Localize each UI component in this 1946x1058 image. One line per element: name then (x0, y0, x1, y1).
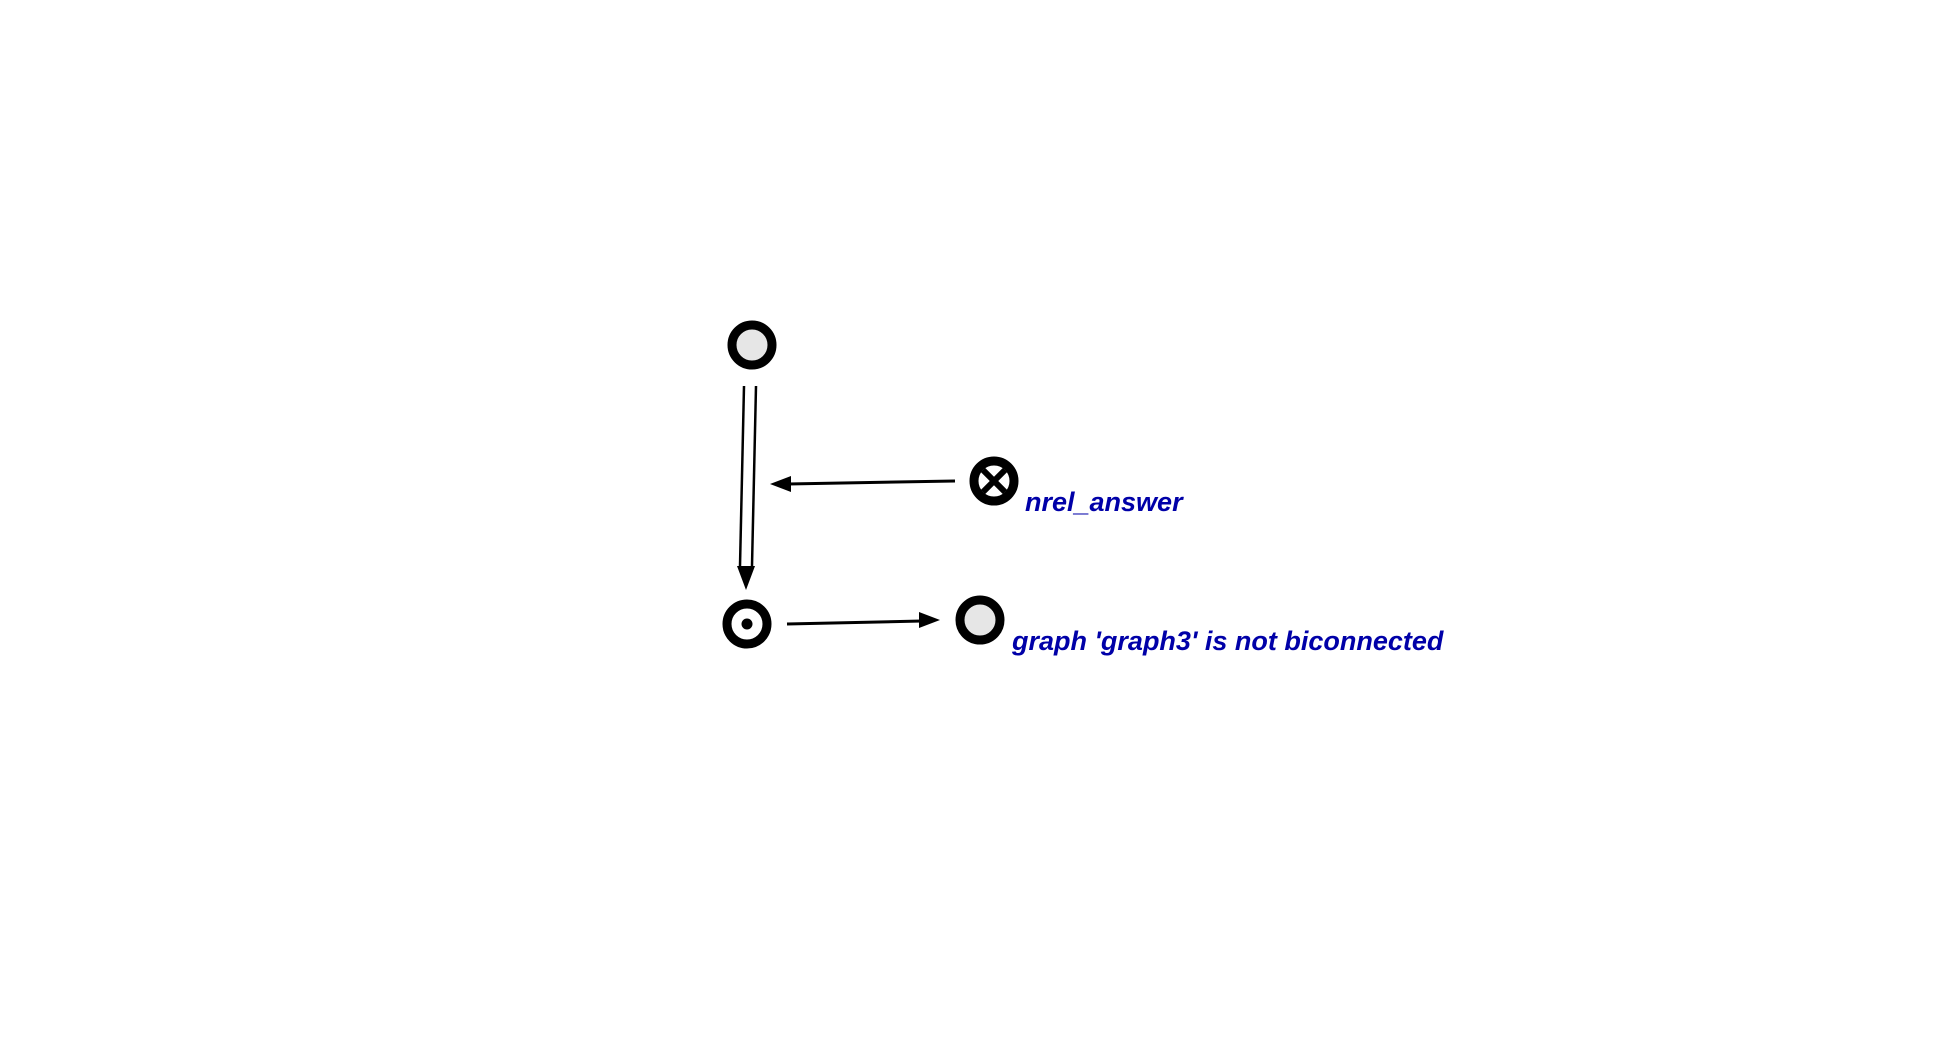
arc-structure-to-answer[interactable] (786, 612, 940, 628)
question-node[interactable] (727, 320, 777, 370)
structure-node[interactable] (722, 599, 772, 649)
cross-icon-stroke (980, 467, 1008, 495)
answer-node[interactable] (955, 595, 1005, 645)
double-arc-question-to-structure[interactable] (737, 385, 758, 590)
arc-relation-to-double-arc[interactable] (770, 476, 956, 492)
relation-label: nrel_answer (1025, 487, 1184, 517)
answer-label: graph 'graph3' is not biconnected (1011, 626, 1444, 656)
relation-node[interactable] (969, 456, 1019, 506)
structure-dot-icon (741, 618, 753, 630)
